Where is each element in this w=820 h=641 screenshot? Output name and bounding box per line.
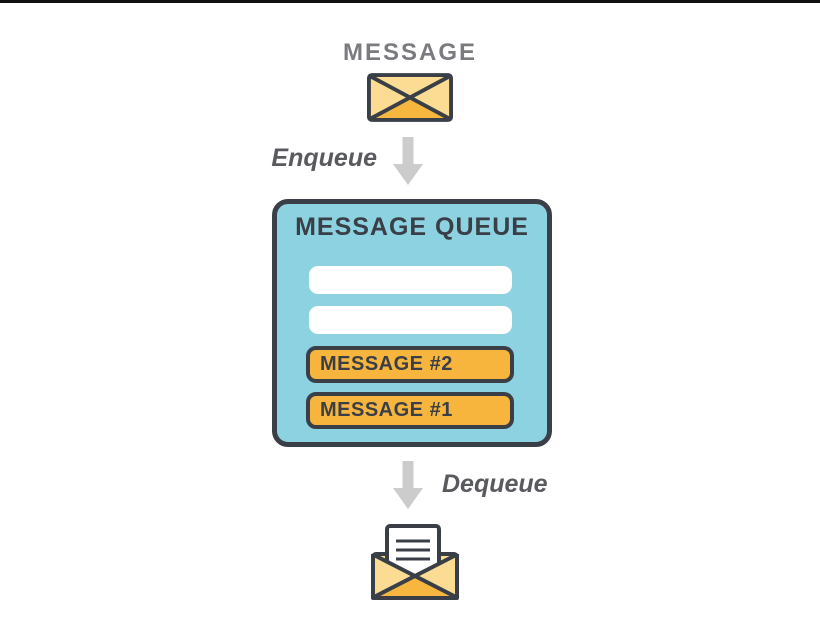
top-border-line xyxy=(0,0,820,3)
arrow-down-icon xyxy=(393,137,423,185)
queue-slot-label: MESSAGE #2 xyxy=(320,353,453,375)
envelope-open-icon xyxy=(371,524,459,600)
message-queue-box: MESSAGE QUEUE MESSAGE #2 MESSAGE #1 xyxy=(272,199,552,447)
queue-slot-label: MESSAGE #1 xyxy=(320,399,453,421)
queue-box-title: MESSAGE QUEUE xyxy=(295,213,529,241)
queue-slot-empty xyxy=(309,306,512,334)
arrow-down-icon xyxy=(393,461,423,509)
enqueue-label: Enqueue xyxy=(271,144,377,172)
dequeue-label: Dequeue xyxy=(442,470,548,498)
queue-slot-message-1: MESSAGE #1 xyxy=(306,392,514,429)
queue-slot-empty xyxy=(309,266,512,294)
envelope-closed-icon xyxy=(367,73,453,122)
message-title: MESSAGE xyxy=(342,39,478,66)
queue-slot-message-2: MESSAGE #2 xyxy=(306,346,514,383)
